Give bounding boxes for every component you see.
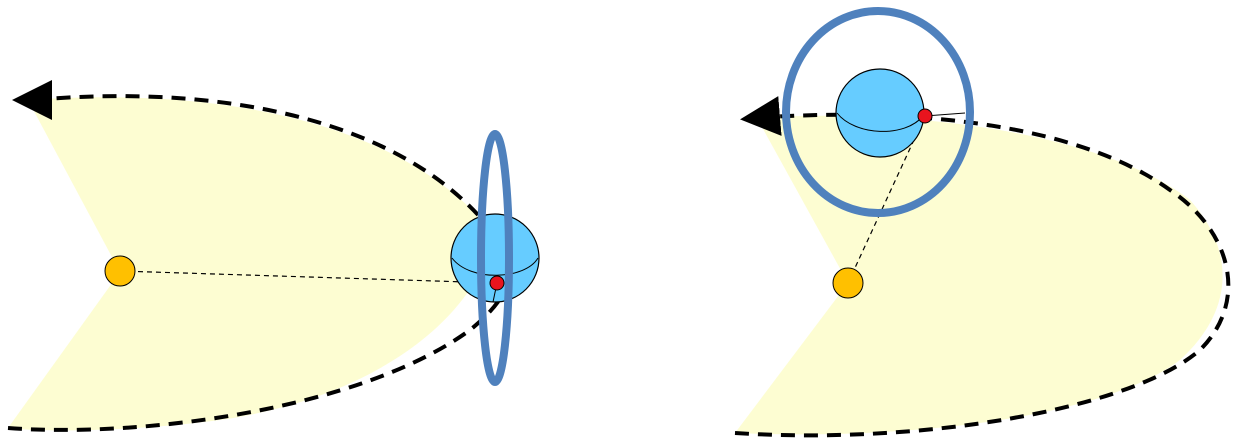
right-planet	[835, 68, 925, 158]
left-swept-region	[8, 97, 495, 431]
right-orbit-path	[734, 112, 1231, 438]
right-ring	[782, 7, 974, 217]
left-diagram	[7, 80, 540, 432]
right-moon	[917, 108, 933, 124]
left-star	[104, 255, 136, 287]
right-star	[832, 267, 864, 299]
left-ring	[477, 130, 513, 386]
right-swept-region	[735, 115, 1223, 435]
right-diagram	[734, 7, 1231, 438]
left-planet	[450, 213, 540, 303]
left-line-of-sight	[119, 270, 499, 284]
left-orbit-path	[7, 94, 514, 432]
right-orbit-arrow-icon	[740, 96, 782, 136]
right-planet-equator	[836, 112, 924, 132]
left-moon	[489, 275, 505, 291]
left-planet-equator	[451, 257, 539, 276]
